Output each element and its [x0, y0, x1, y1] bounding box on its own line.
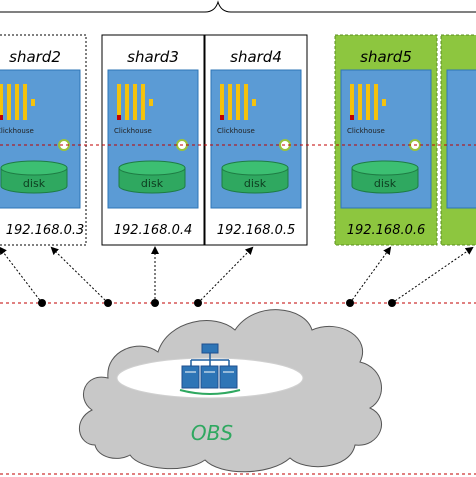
obs-cloud: OBS	[78, 309, 382, 473]
ip-address: 192.168.0.6	[347, 223, 426, 238]
shard-label: shard2	[9, 48, 61, 66]
shard-nodes: shard2Clickhouse disk 192.168.0.3 shard3Cli…	[0, 34, 476, 246]
link-node-dot	[38, 299, 46, 307]
server-cluster-icon	[179, 343, 241, 395]
shard-label: shard3	[127, 48, 179, 66]
link-arrow	[197, 246, 254, 304]
engine-label: Clickhouse	[217, 127, 255, 135]
engine-label: Clickhouse	[0, 127, 34, 135]
disk-icon	[351, 160, 419, 194]
ip-address: 192.168.0.5	[217, 223, 296, 238]
clickhouse-logo-icon	[117, 84, 153, 120]
shard-node: 192	[440, 34, 476, 246]
link-arrow	[391, 246, 474, 304]
disk-icon	[118, 160, 186, 194]
ip-address: 192.168.0.4	[114, 223, 193, 238]
shard-label: shard4	[230, 48, 282, 66]
disk-label: disk	[374, 177, 397, 190]
link-node-dot	[194, 299, 202, 307]
clickhouse-logo-icon	[350, 84, 386, 120]
clickhouse-logo-icon	[220, 84, 256, 120]
link-node-dot	[104, 299, 112, 307]
link-arrow	[0, 246, 43, 304]
disk-label: disk	[244, 177, 267, 190]
ip-address: 192.168.0.3	[6, 223, 85, 238]
link-node-dot	[346, 299, 354, 307]
disk-icon	[0, 160, 68, 194]
obs-label: OBS	[191, 421, 233, 445]
engine-label: Clickhouse	[347, 127, 385, 135]
network-links	[0, 246, 474, 307]
link-node-dot	[388, 299, 396, 307]
clickhouse-logo-icon	[0, 84, 35, 120]
shard-label: shard5	[360, 48, 412, 66]
link-arrow	[50, 246, 109, 304]
engine-label: Clickhouse	[114, 127, 152, 135]
link-node-dot	[151, 299, 159, 307]
group-brace	[0, 0, 476, 13]
shard-node: shard2Clickhouse disk 192.168.0.3	[0, 34, 87, 246]
disk-icon	[221, 160, 289, 194]
node-panel	[446, 69, 476, 209]
link-arrow	[349, 246, 392, 304]
disk-label: disk	[141, 177, 164, 190]
disk-label: disk	[23, 177, 46, 190]
